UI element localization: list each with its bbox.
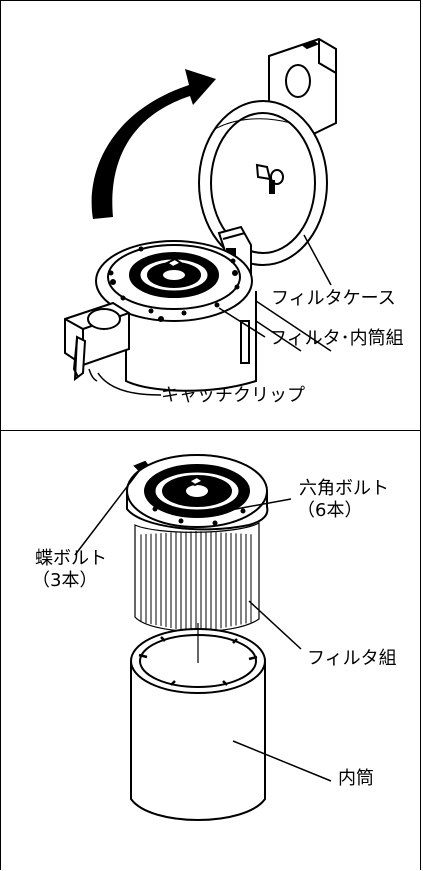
step-remove-filter-panel: 六角ボルト （6本） 蝶ボルト （3本） フィルタ組 内筒 xyxy=(0,430,421,870)
leader-lines xyxy=(74,470,332,782)
filter-flange xyxy=(126,454,269,531)
lid-knob xyxy=(255,163,284,194)
filter-plate xyxy=(95,240,253,322)
step-open-filter-case-panel: フィルタケース フィルタ･内筒組 キャッチクリップ xyxy=(0,0,421,431)
label-catch-clip: キャッチクリップ xyxy=(161,385,305,406)
pleated-filter xyxy=(134,521,260,633)
label-hex-bolt-qty: （6本） xyxy=(297,500,363,521)
leader-lines xyxy=(97,234,332,396)
curved-arrow-icon xyxy=(91,69,216,219)
label-filter-assembly: フィルタ組 xyxy=(307,648,397,669)
catch-clip xyxy=(64,301,130,382)
label-hex-bolt: 六角ボルト xyxy=(299,478,389,499)
label-wing-bolt: 蝶ボルト xyxy=(35,548,107,569)
label-inner-cylinder: 内筒 xyxy=(338,768,374,789)
label-filter-case: フィルタケース xyxy=(271,288,396,309)
filter-disassembly-illustration xyxy=(74,454,332,821)
filter-case-opening-illustration xyxy=(64,37,337,396)
filter-case-lid xyxy=(198,100,328,266)
label-wing-bolt-qty: （3本） xyxy=(32,570,98,591)
inner-cylinder xyxy=(130,623,266,821)
label-filter-inner-assembly: フィルタ･内筒組 xyxy=(269,328,404,349)
